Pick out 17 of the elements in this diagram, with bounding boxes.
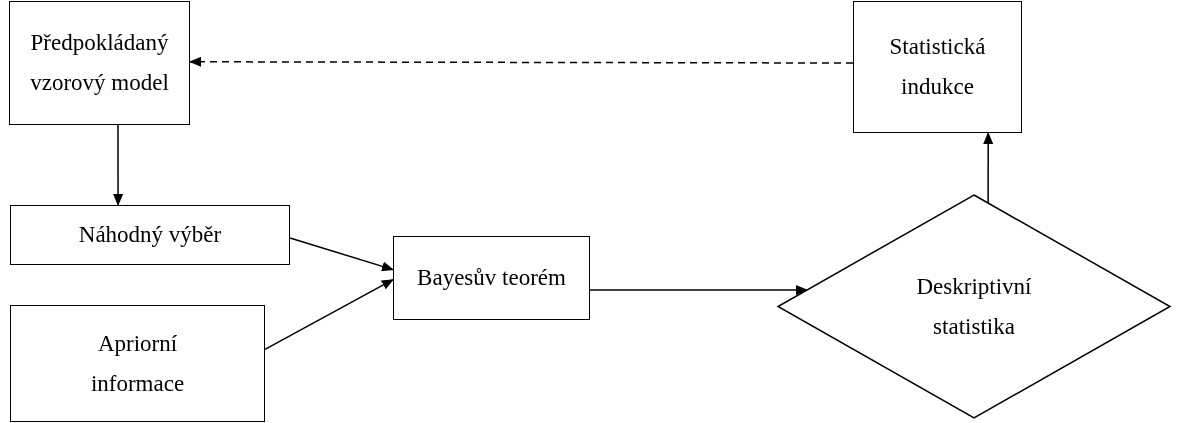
process-box <box>393 236 590 320</box>
process-box <box>10 305 265 422</box>
arrow <box>289 237 394 272</box>
process-box <box>853 1 1022 133</box>
node-label: Bayesův teorém <box>417 264 566 292</box>
arrow <box>113 124 124 206</box>
node-label: Statistická indukce <box>888 33 987 101</box>
arrow <box>589 285 808 295</box>
process-box <box>10 205 290 265</box>
process-box <box>9 1 190 125</box>
arrow <box>983 132 994 204</box>
node-label: Apriorní informace <box>89 329 186 398</box>
dashed-arrow <box>189 56 854 67</box>
node-label: Deskriptivní statistika <box>915 272 1033 341</box>
arrow <box>264 278 394 351</box>
node-label: Náhodný výběr <box>78 221 222 249</box>
node-label: Předpokládaný vzorový model <box>29 29 170 97</box>
